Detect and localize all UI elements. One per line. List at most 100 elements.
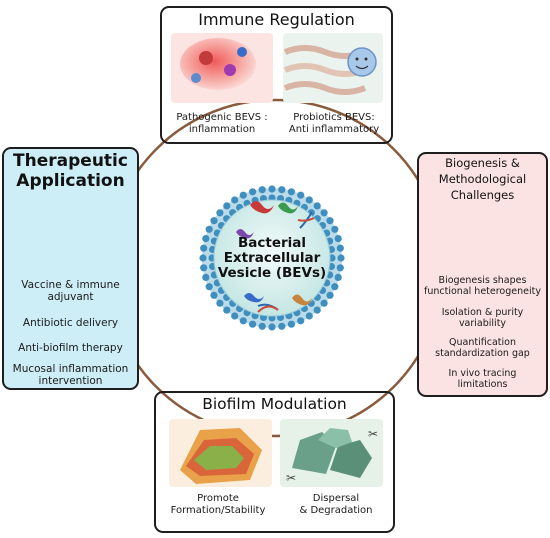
biogenesis-panel: Biogenesis & Methodological Challenges B… — [417, 152, 548, 397]
biogenesis-item-isolation-line2: variability — [458, 318, 507, 329]
center-label-line1: Bacterial — [237, 235, 307, 251]
biogenesis-title: Biogenesis & Methodological Challenges — [419, 155, 546, 203]
lipid-head — [239, 191, 247, 199]
lipid-head — [278, 186, 286, 194]
lipid-head — [202, 273, 210, 281]
lipid-head — [320, 299, 328, 307]
therapeutic-item-vaccine-line2: adjuvant — [47, 291, 94, 303]
lipid-head — [210, 291, 218, 299]
lipid-head — [258, 186, 266, 194]
biofilm-promote-line2: Formation/Stability — [170, 505, 266, 516]
central-vesicle — [199, 185, 345, 331]
lipid-head — [249, 188, 257, 196]
lipid-head — [231, 312, 239, 320]
biogenesis-item-quantification-line1: Quantification — [449, 337, 516, 348]
probiotic-bevs-label: Probiotics BEVS: Anti inflammatory — [278, 112, 390, 136]
lipid-head — [336, 244, 344, 252]
biogenesis-title-line3: Challenges — [450, 188, 515, 202]
center-label-line2: Extracellular — [223, 250, 321, 266]
biofilm-dispersal-label: Dispersal & Degradation — [278, 493, 394, 517]
therapeutic-item-mucosal-line1: Mucosal inflammation — [12, 363, 129, 375]
biogenesis-item-quantification-line2: standardization gap — [435, 348, 530, 359]
therapeutic-item-vaccine-line1: Vaccine & immune — [21, 279, 120, 291]
lipid-head — [205, 225, 213, 233]
probiotic-bevs-line2: Anti inflammatory — [288, 124, 380, 135]
biofilm-dispersal-illustration: ✂ ✂ — [280, 419, 383, 487]
lipid-head — [258, 322, 266, 330]
lipid-head — [278, 322, 286, 330]
lipid-head — [231, 196, 239, 204]
therapeutic-title: Therapeutic Application — [4, 151, 137, 191]
probiotic-illustration — [283, 33, 383, 103]
therapeutic-item-vaccine: Vaccine & immune adjuvant — [4, 279, 137, 303]
biofilm-modulation-panel: Biofilm Modulation Promote Formation/Sta… — [154, 391, 395, 533]
lipid-head — [268, 185, 276, 193]
lipid-head — [336, 264, 344, 272]
biogenesis-item-heterogeneity-line2: functional heterogeneity — [424, 286, 541, 297]
inflammation-illustration — [171, 33, 273, 103]
therapeutic-title-line1: Therapeutic — [13, 151, 128, 171]
biofilm-promote-line1: Promote — [197, 493, 239, 504]
lipid-head — [200, 264, 208, 272]
lipid-head — [205, 283, 213, 291]
lipid-head — [202, 235, 210, 243]
dna-icon — [257, 211, 315, 313]
biofilm-title: Biofilm Modulation — [202, 395, 347, 413]
biofilm-dispersal-line2: & Degradation — [299, 505, 373, 516]
lipid-head — [239, 317, 247, 325]
probiotic-bevs-line1: Probiotics BEVS: — [293, 112, 375, 123]
therapeutic-item-mucosal: Mucosal inflammation intervention — [4, 363, 137, 387]
therapeutic-item-mucosal-line2: intervention — [38, 375, 103, 387]
lipid-head — [200, 244, 208, 252]
immune-regulation-panel: Immune Regulation Pathogenic BEVS : infl… — [160, 6, 393, 144]
biogenesis-title-line2: Methodological — [438, 172, 527, 186]
lipid-head — [313, 202, 321, 210]
biogenesis-item-quantification: Quantification standardization gap — [419, 337, 546, 359]
lipid-head — [249, 320, 257, 328]
lipid-head — [326, 217, 334, 225]
svg-text:✂: ✂ — [286, 471, 296, 485]
protein-icon — [236, 201, 312, 306]
biogenesis-title-line1: Biogenesis & — [445, 156, 520, 170]
lipid-head — [331, 225, 339, 233]
therapeutic-title-line2: Application — [16, 171, 125, 191]
biofilm-dispersal-line1: Dispersal — [312, 493, 360, 504]
center-label: Bacterial Extracellular Vesicle (BEVs) — [212, 236, 332, 281]
pathogenic-bevs-line1: Pathogenic BEVS : — [176, 112, 268, 123]
lipid-head — [320, 209, 328, 217]
lipid-head — [223, 306, 231, 314]
lipid-head — [216, 209, 224, 217]
lipid-head — [199, 254, 207, 262]
therapeutic-application-panel: Therapeutic Application Vaccine & immune… — [2, 147, 139, 390]
biogenesis-item-isolation: Isolation & purity variability — [419, 307, 546, 329]
biogenesis-item-heterogeneity-line1: Biogenesis shapes — [438, 275, 527, 286]
lipid-head — [223, 202, 231, 210]
lipid-head — [334, 273, 342, 281]
therapeutic-item-antibiofilm: Anti-biofilm therapy — [18, 342, 123, 354]
biofilm-formation-illustration — [169, 419, 272, 487]
biogenesis-item-tracing-line2: limitations — [457, 379, 508, 390]
lipid-head — [334, 235, 342, 243]
biofilm-promote-label: Promote Formation/Stability — [160, 493, 276, 517]
biogenesis-item-isolation-line1: Isolation & purity — [441, 307, 524, 318]
pathogenic-bevs-line2: inflammation — [188, 124, 256, 135]
lipid-head — [305, 312, 313, 320]
center-label-line3: Vesicle (BEVs) — [217, 265, 327, 281]
biogenesis-item-heterogeneity: Biogenesis shapes functional heterogenei… — [419, 275, 546, 297]
lipid-head — [287, 188, 295, 196]
lipid-head — [287, 320, 295, 328]
biogenesis-item-tracing-line1: In vivo tracing — [448, 368, 517, 379]
lipid-head — [268, 323, 276, 331]
lipid-head — [337, 254, 345, 262]
svg-text:✂: ✂ — [368, 427, 378, 441]
immune-regulation-title: Immune Regulation — [198, 10, 355, 29]
lipid-head — [313, 306, 321, 314]
biogenesis-item-tracing: In vivo tracing limitations — [419, 368, 546, 390]
lipid-head — [216, 299, 224, 307]
lipid-head — [210, 217, 218, 225]
lipid-head — [305, 196, 313, 204]
pathogenic-bevs-label: Pathogenic BEVS : inflammation — [166, 112, 278, 136]
lipid-head — [326, 291, 334, 299]
lipid-head — [331, 283, 339, 291]
